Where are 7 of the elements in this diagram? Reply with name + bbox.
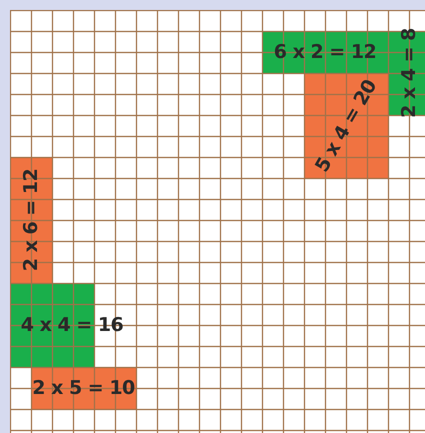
area-rectangle (31, 367, 136, 409)
equation-text: 5 x 4 = 20 (310, 76, 382, 176)
equation-text: 2 x 5 = 10 (32, 377, 135, 399)
area-rectangle (304, 73, 388, 178)
equation-text: 2 x 6 = 12 (20, 168, 42, 272)
area-rectangle (10, 157, 52, 283)
equation-text: 2 x 4 = 8 (398, 28, 420, 118)
